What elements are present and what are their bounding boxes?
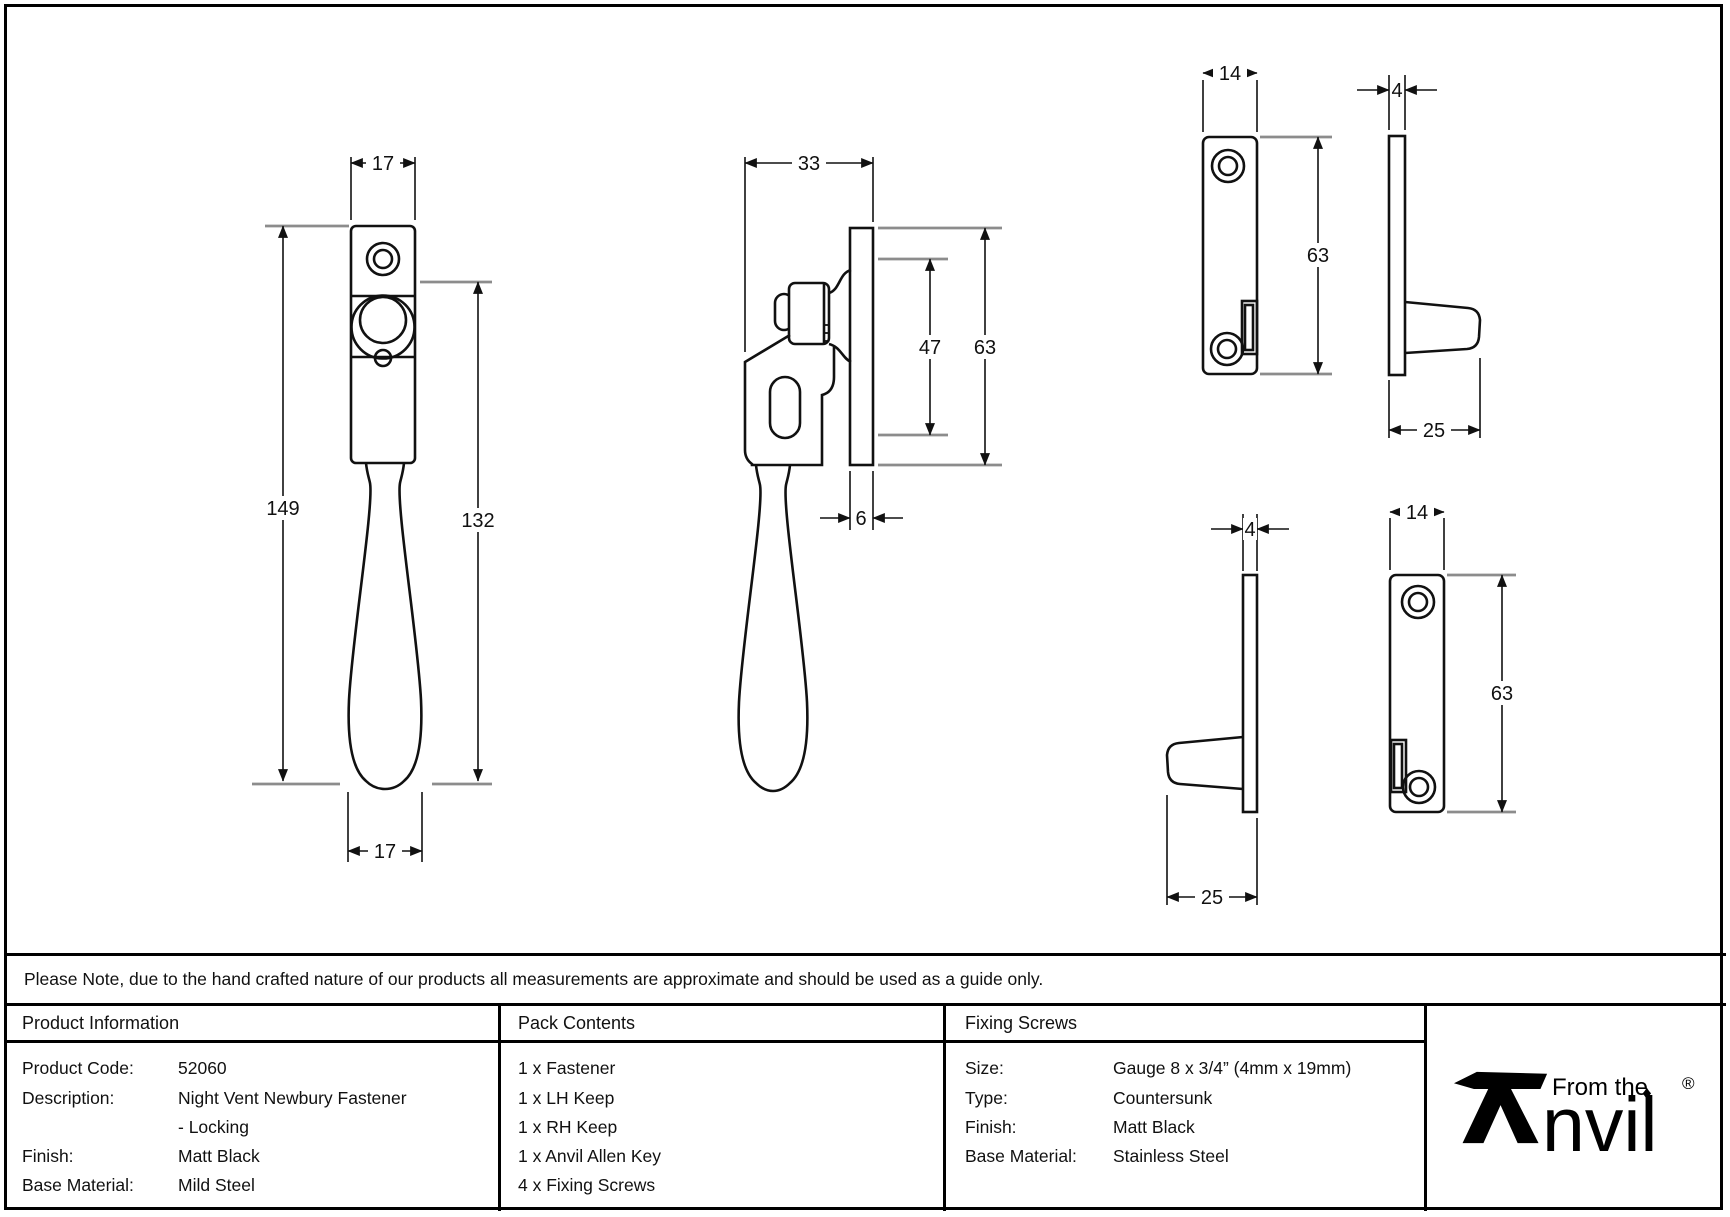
keep-side-top-dims: 4 25 (1357, 75, 1481, 442)
col-divider-2 (943, 1006, 946, 1211)
dim-label: 33 (798, 153, 820, 175)
base-material-value: Mild Steel (178, 1175, 255, 1195)
dim-label: 63 (1307, 245, 1329, 267)
page-border (4, 4, 1723, 1210)
base-material-label: Base Material: (22, 1175, 134, 1195)
dim-label: 4 (1391, 80, 1402, 102)
technical-drawing: 17 149 132 17 (252, 62, 1519, 909)
keep-front-view-bottom (1388, 573, 1446, 814)
fastener-side-dims: 33 47 63 6 (744, 152, 1002, 530)
registered-mark: ® (1682, 1074, 1695, 1093)
pack-item: 1 x Fastener (518, 1058, 616, 1078)
keep-side-view-bottom (1165, 573, 1259, 814)
dim-label: 25 (1423, 420, 1445, 442)
keep-side-bottom-dims: 4 25 (1166, 514, 1289, 909)
fixing-screws-header: Fixing Screws (965, 1013, 1078, 1033)
note-row-top-border (4, 953, 1726, 956)
col-divider-3 (1424, 1006, 1427, 1211)
dim-label: 14 (1406, 502, 1428, 524)
from-the-anvil-logo: From the ♦ nvil ® (1430, 1043, 1726, 1203)
pack-item: 4 x Fixing Screws (518, 1175, 656, 1195)
screw-type-label: Type: (965, 1088, 1008, 1108)
pack-item: 1 x RH Keep (518, 1117, 618, 1137)
fastener-front-dims: 17 149 132 17 (252, 152, 500, 863)
product-code-value: 52060 (178, 1058, 227, 1078)
keep-top-dims: 14 63 (1202, 62, 1335, 376)
screw-finish-value: Matt Black (1113, 1117, 1195, 1137)
logo-prefix: From the (1552, 1074, 1648, 1101)
measurement-note: Please Note, due to the hand crafted nat… (24, 969, 1044, 989)
screw-material-label: Base Material: (965, 1146, 1077, 1166)
screw-material-value: Stainless Steel (1113, 1146, 1229, 1166)
screw-size-label: Size: (965, 1058, 1004, 1078)
product-information-header: Product Information (22, 1013, 180, 1033)
dim-label: 17 (372, 153, 394, 175)
dim-label: 63 (974, 337, 996, 359)
pack-item: 1 x Anvil Allen Key (518, 1146, 661, 1166)
dim-label: 149 (266, 498, 299, 520)
description-label: Description: (22, 1088, 115, 1108)
anvil-icon (1454, 1071, 1548, 1144)
col-divider-1 (498, 1006, 501, 1211)
keep-side-view-top (1387, 134, 1482, 377)
dim-label: 17 (374, 841, 396, 863)
logo-brand: nvil (1542, 1082, 1658, 1168)
description-value: Night Vent Newbury Fastener (178, 1088, 407, 1108)
dim-label: 6 (855, 508, 866, 530)
keep-front-view-top (1201, 135, 1259, 376)
finish-value: Matt Black (178, 1146, 260, 1166)
keep-bottom-dims: 14 63 (1389, 501, 1519, 814)
pack-contents-header: Pack Contents (518, 1013, 636, 1033)
logo-diamond: ♦ (1642, 1083, 1652, 1104)
description-value-line2: - Locking (178, 1117, 250, 1137)
product-code-label: Product Code: (22, 1058, 134, 1078)
finish-label: Finish: (22, 1146, 74, 1166)
screw-finish-label: Finish: (965, 1117, 1017, 1137)
pack-item: 1 x LH Keep (518, 1088, 615, 1108)
dim-label: 47 (919, 337, 941, 359)
dim-label: 4 (1244, 519, 1255, 541)
dim-label: 14 (1219, 63, 1241, 85)
dim-label: 25 (1201, 887, 1223, 909)
note-row-bottom-border (4, 1003, 1726, 1006)
screw-type-value: Countersunk (1113, 1088, 1213, 1108)
fastener-side-view (737, 226, 875, 793)
dim-label: 132 (461, 510, 494, 532)
dim-label: 63 (1491, 683, 1513, 705)
header-row-bottom-border (4, 1040, 1424, 1043)
screw-size-value: Gauge 8 x 3/4” (4mm x 19mm) (1113, 1058, 1352, 1078)
fastener-front-view (347, 224, 423, 791)
